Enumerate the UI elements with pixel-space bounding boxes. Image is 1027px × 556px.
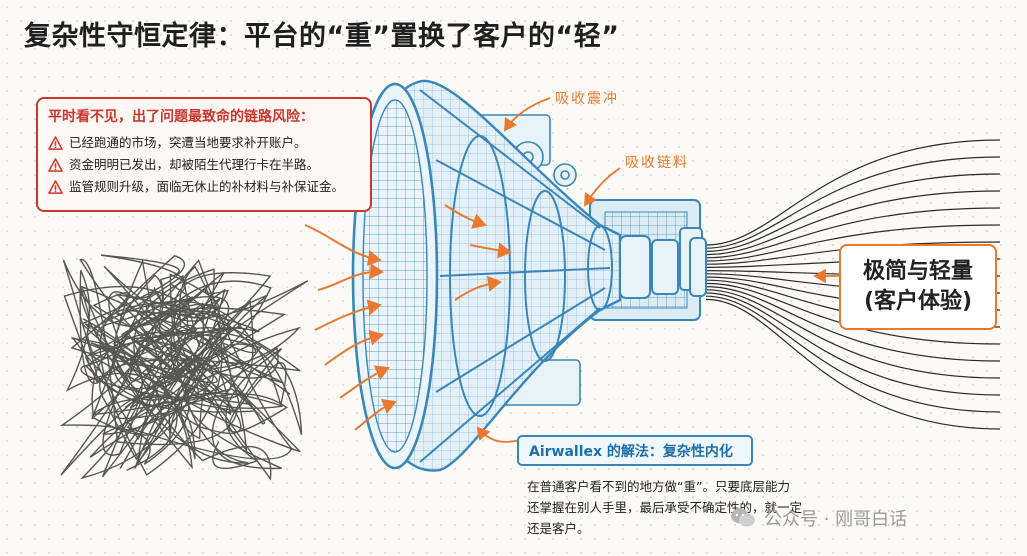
warning-icon	[48, 135, 63, 150]
solution-line: 在普通客户看不到的地方做“重”。只要底层能力	[527, 479, 790, 494]
experience-box: 极简与轻量 (客户体验)	[839, 244, 997, 330]
wechat-icon	[731, 508, 755, 527]
risk-item: 资金明明已发出，却被陌生代理行卡在半路。	[48, 154, 360, 176]
flow-line	[705, 156, 1001, 249]
watermark: 公众号 · 刚哥白话	[730, 505, 907, 531]
flow-line	[705, 298, 1001, 430]
flow-line	[705, 282, 1001, 345]
annotation-absorb-chain: 吸收链料	[625, 155, 689, 171]
solution-title: Airwallex 的解法：复杂性内化	[529, 443, 733, 460]
flow-line	[705, 190, 1001, 256]
flow-line	[705, 289, 1001, 379]
scribble-stroke	[60, 274, 303, 476]
input-arrows	[304, 204, 512, 431]
risk-box: 平时看不见，出了问题最致命的链路风险： 已经跑通的市场，突遭当地要求补开账户。 …	[36, 97, 372, 212]
risk-box-title: 平时看不见，出了问题最致命的链路风险：	[48, 109, 314, 125]
risk-item: 已经跑通的市场，突遭当地要求补开账户。	[48, 132, 360, 154]
flow-line	[705, 292, 1001, 396]
warning-icon	[48, 157, 63, 172]
solution-box: Airwallex 的解法：复杂性内化	[517, 435, 753, 466]
flow-line	[705, 139, 1001, 246]
risk-item-text: 已经跑通的市场，突遭当地要求补开账户。	[69, 135, 307, 150]
flow-line	[705, 224, 1001, 262]
flow-line	[705, 286, 1001, 362]
experience-line2: (客户体验)	[863, 289, 973, 314]
page-title: 复杂性守恒定律：平台的“重”置换了客户的“轻”	[24, 21, 620, 52]
flow-line	[705, 241, 1001, 265]
experience-line1: 极简与轻量	[862, 259, 973, 284]
funnel-machine	[351, 79, 707, 472]
scribble-stroke	[62, 259, 309, 466]
warning-icon	[48, 179, 63, 194]
flow-line	[705, 295, 1001, 413]
risk-item-text: 监管规则升级，面临无休止的补材料与补保证金。	[69, 179, 345, 194]
annotation-absorb-shock: 吸收震冲	[555, 91, 619, 107]
flow-line	[705, 173, 1001, 252]
solution-line: 还是客户。	[527, 521, 590, 536]
watermark-text: 公众号 · 刚哥白话	[764, 509, 908, 530]
risk-item: 监管规则升级，面临无休止的补材料与补保证金。	[48, 176, 360, 198]
risk-item-text: 资金明明已发出，却被陌生代理行卡在半路。	[69, 157, 320, 172]
chaos-scribble	[59, 254, 309, 481]
flow-line	[705, 207, 1001, 259]
